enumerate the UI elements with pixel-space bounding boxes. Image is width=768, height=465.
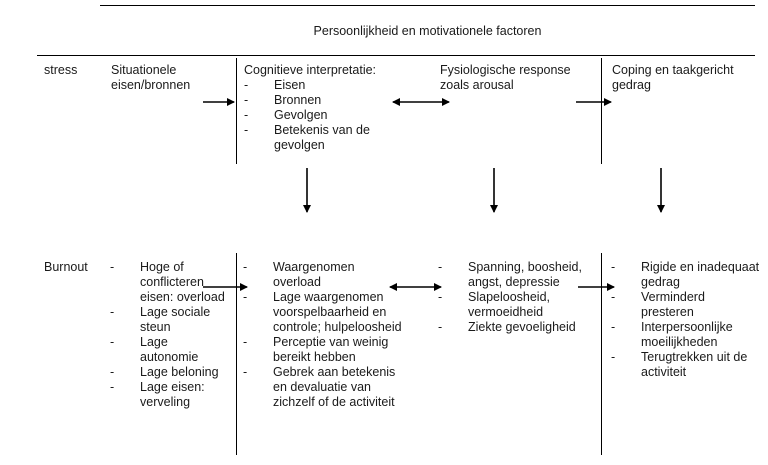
list-item: Ziekte gevoeligheid xyxy=(438,320,588,335)
list-item: Hoge of conflicteren eisen: overload xyxy=(110,260,228,305)
list-item: Lage autonomie xyxy=(110,335,228,365)
burnout-cognitive-list: Waargenomen overload Lage waargenomen vo… xyxy=(243,260,403,410)
list-item: Terugtrekken uit de activiteit xyxy=(611,350,761,380)
list-item: Spanning, boosheid, angst, depressie xyxy=(438,260,588,290)
stress-physiological-response: Fysiologische response zoals arousal xyxy=(440,63,571,92)
list-item: Eisen xyxy=(244,78,404,93)
list-item: Lage sociale steun xyxy=(110,305,228,335)
stress-cognitive-title: Cognitieve interpretatie: xyxy=(244,63,377,77)
list-item: Gevolgen xyxy=(244,108,404,123)
list-item: Waargenomen overload xyxy=(243,260,403,290)
list-item: Verminderd presteren xyxy=(611,290,761,320)
list-item: Bronnen xyxy=(244,93,404,108)
stress-cognitive-list: Eisen Bronnen Gevolgen Betekenis van de … xyxy=(244,78,404,153)
top-rule xyxy=(100,5,755,6)
list-item: Rigide en inadequaat gedrag xyxy=(611,260,761,290)
burnout-physiological-list: Spanning, boosheid, angst, depressie Sla… xyxy=(438,260,588,335)
list-item: Slapeloosheid, vermoeidheid xyxy=(438,290,588,320)
list-item: Perceptie van weinig bereikt hebben xyxy=(243,335,403,365)
list-item: Betekenis van de gevolgen xyxy=(244,123,404,153)
list-item: Lage waargenomen voorspelbaarheid en con… xyxy=(243,290,403,335)
burnout-demands-list: Hoge of conflicteren eisen: overload Lag… xyxy=(110,260,228,410)
list-item: Lage beloning xyxy=(110,365,228,380)
stress-divider-2 xyxy=(601,58,602,164)
list-item: Interpersoonlijke moeilijkheden xyxy=(611,320,761,350)
list-item: Gebrek aan betekenis en devaluatie van z… xyxy=(243,365,403,410)
burnout-divider-2 xyxy=(601,253,602,455)
stress-divider-1 xyxy=(236,58,237,164)
stress-coping-behaviour: Coping en taakgericht gedrag xyxy=(612,63,734,92)
burnout-behaviour-list: Rigide en inadequaat gedrag Verminderd p… xyxy=(611,260,761,380)
stress-label: stress xyxy=(44,63,78,77)
burnout-label: Burnout xyxy=(44,260,88,274)
diagram-title: Persoonlijkheid en motivationele factore… xyxy=(313,24,542,38)
header-rule xyxy=(37,55,755,56)
stress-situational-demands: Situationele eisen/bronnen xyxy=(111,63,191,92)
burnout-divider-1 xyxy=(236,253,237,455)
list-item: Lage eisen: verveling xyxy=(110,380,228,410)
